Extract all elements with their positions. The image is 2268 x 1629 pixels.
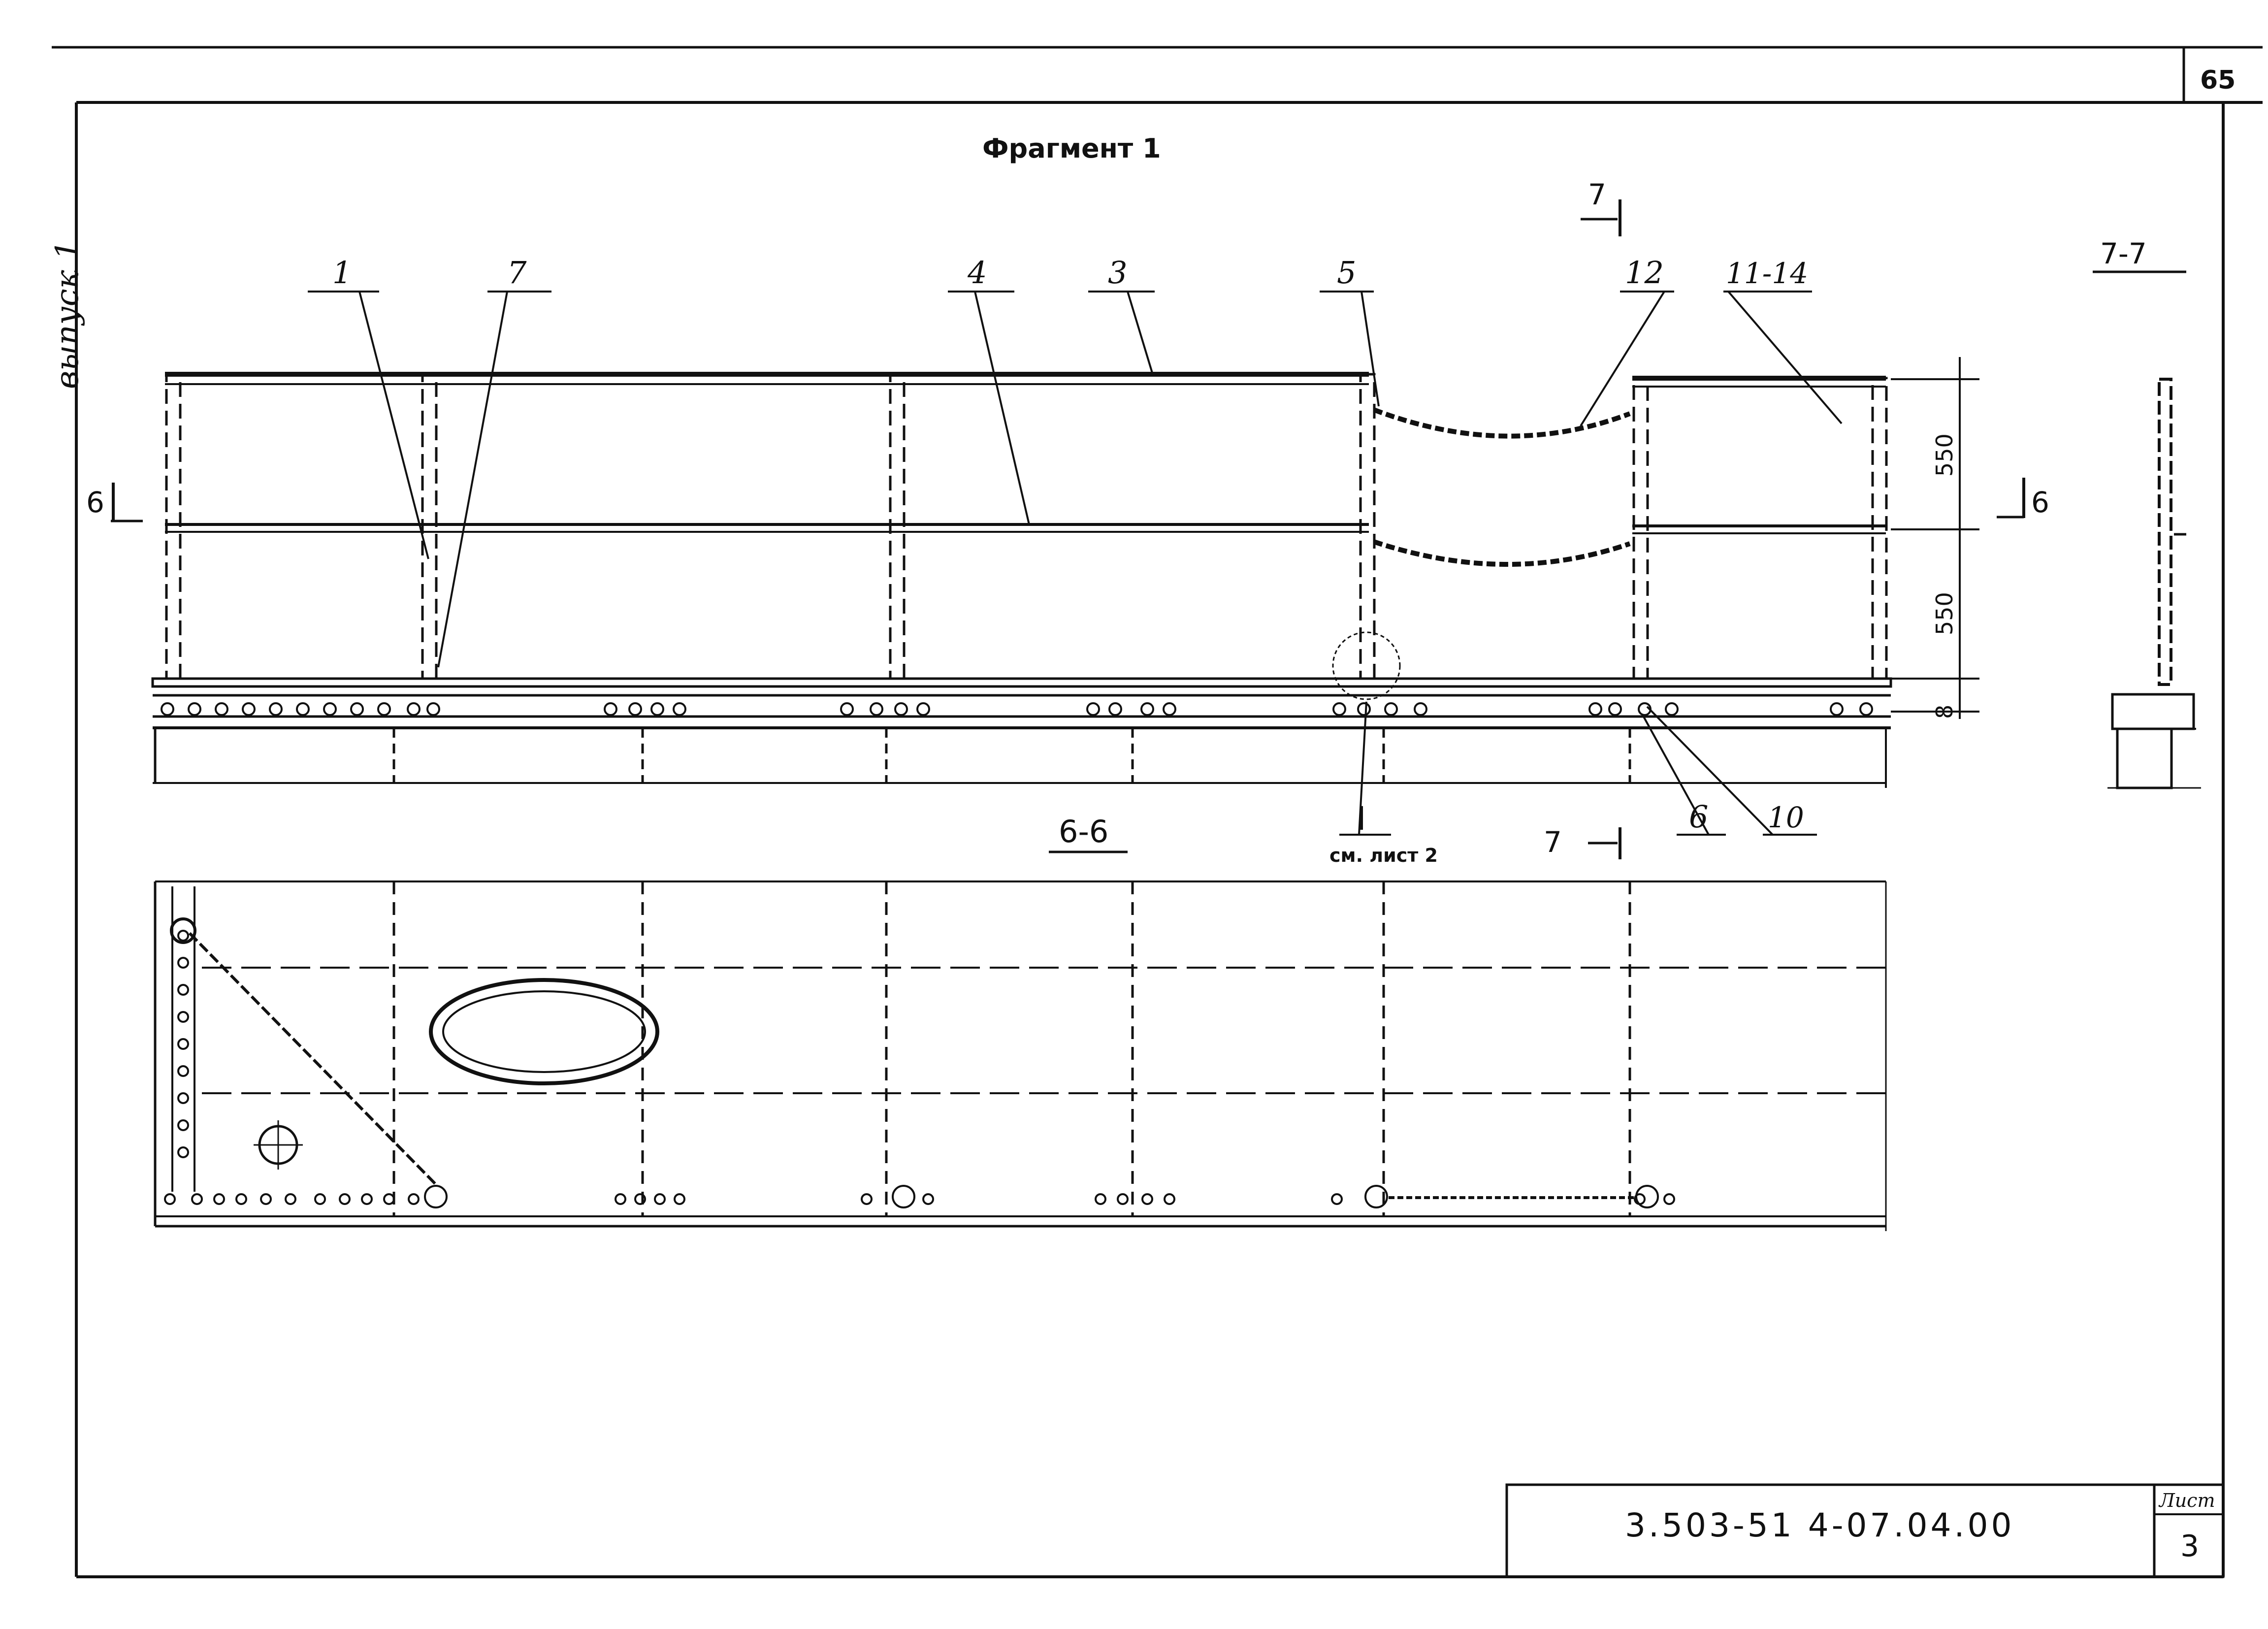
callout-1: 1	[332, 255, 352, 291]
callout-11-14: 11-14	[1726, 257, 1808, 290]
elevation-view	[151, 372, 1892, 788]
callout-10: 10	[1768, 801, 1804, 834]
callout-7: 7	[507, 255, 527, 291]
plan-view	[154, 880, 1887, 1231]
page-number: 65	[2200, 65, 2236, 95]
svg-text:6: 6	[86, 486, 104, 519]
dimension-lines	[1891, 357, 1979, 719]
manhole-oval	[429, 978, 659, 1085]
callouts	[308, 291, 1843, 836]
side-note: выпуск 1	[49, 240, 86, 389]
cut-marker-mid7: 7	[1544, 825, 1621, 859]
cut-marker-top7: 7	[1581, 178, 1621, 236]
chains	[1373, 407, 1631, 567]
detail-circle	[1332, 631, 1401, 700]
section-77-label: 7-7	[2100, 237, 2147, 270]
callout-12: 12	[1625, 255, 1664, 291]
railing-posts	[165, 373, 1888, 680]
detail-ref-number: I	[1357, 800, 1366, 838]
callout-6: 6	[1689, 799, 1708, 835]
callout-5: 5	[1337, 255, 1356, 291]
callout-4: 4	[967, 255, 987, 291]
detail-ref-note: см. лист 2	[1329, 845, 1438, 866]
svg-text:7: 7	[1588, 178, 1606, 211]
sheet-frame	[52, 46, 2263, 1578]
dimension-base: 8	[1931, 705, 1958, 719]
title-block-sheet-label: Лист	[2158, 1490, 2215, 1511]
section-77-view	[2107, 378, 2201, 789]
cut-marker-left6: 6	[86, 483, 143, 522]
title-block-code: 3.503-51 4-07.04.00	[1625, 1506, 2014, 1544]
svg-text:7: 7	[1544, 825, 1562, 859]
deck-bolts	[161, 702, 1873, 716]
cut-marker-right6: 6	[1997, 478, 2049, 519]
section-66-label: 6-6	[1059, 814, 1108, 849]
svg-text:6: 6	[2031, 486, 2049, 519]
title-block	[1505, 1483, 2225, 1578]
callout-3: 3	[1108, 255, 1127, 291]
dimension-upper: 550	[1931, 433, 1958, 477]
dimension-lower: 550	[1931, 592, 1958, 635]
title-block-sheet-number: 3	[2180, 1529, 2199, 1564]
fragment-title: Фрагмент 1	[982, 133, 1161, 164]
